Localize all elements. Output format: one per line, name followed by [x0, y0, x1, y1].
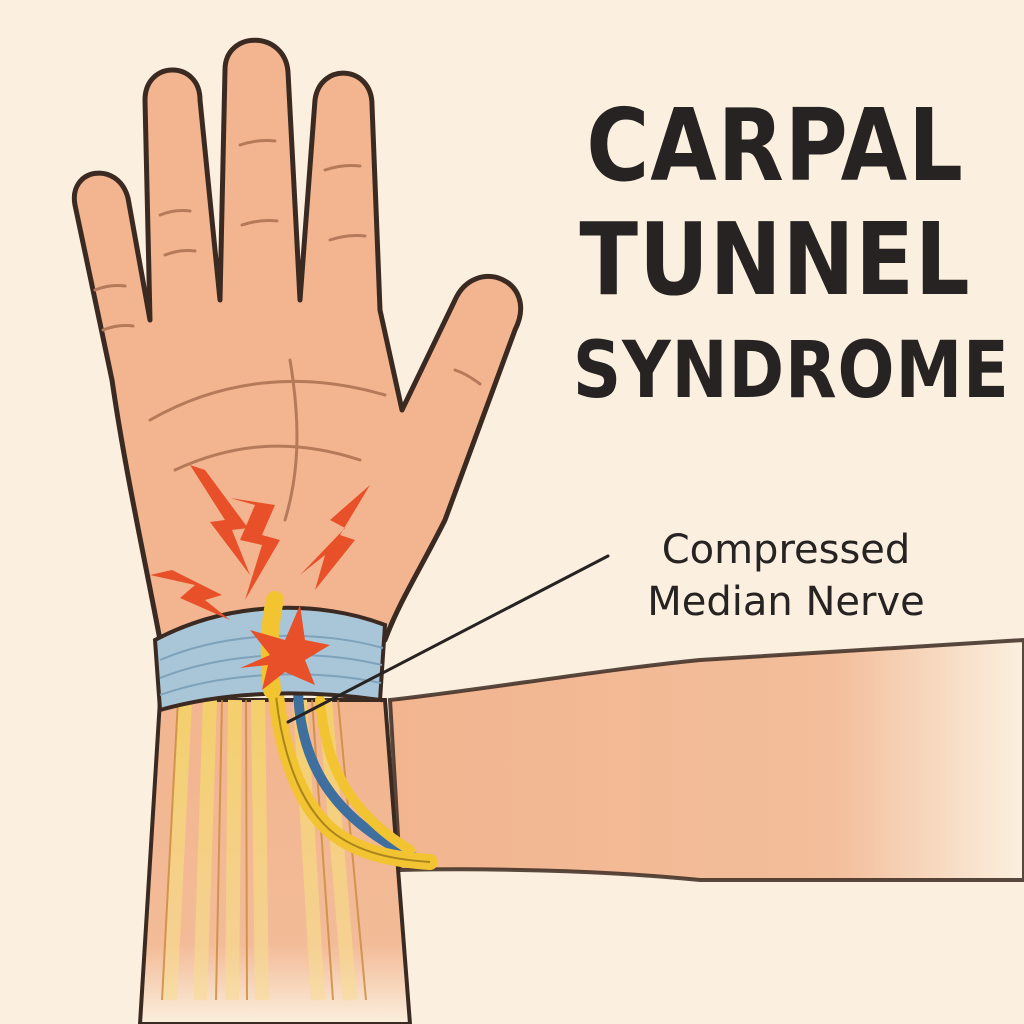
pain-burst — [240, 605, 330, 690]
title-line-1: CARPAL — [586, 87, 964, 204]
title-line-2: TUNNEL — [579, 201, 971, 318]
title-line-3: SYNDROME — [572, 326, 1010, 416]
callout-line-1: Compressed — [661, 527, 911, 573]
page-title: CARPAL TUNNEL SYNDROME — [572, 87, 1010, 416]
nerve-branch-2 — [315, 695, 415, 855]
palm — [71, 37, 524, 643]
finger-creases — [93, 139, 482, 386]
callout-line-2: Median Nerve — [647, 579, 925, 625]
palm-lines — [148, 358, 387, 522]
background-arm — [387, 637, 1024, 882]
nerve-callout-label: Compressed Median Nerve — [606, 524, 966, 628]
callout-pointer — [286, 554, 610, 724]
lightning-bolt-icon — [150, 465, 370, 620]
